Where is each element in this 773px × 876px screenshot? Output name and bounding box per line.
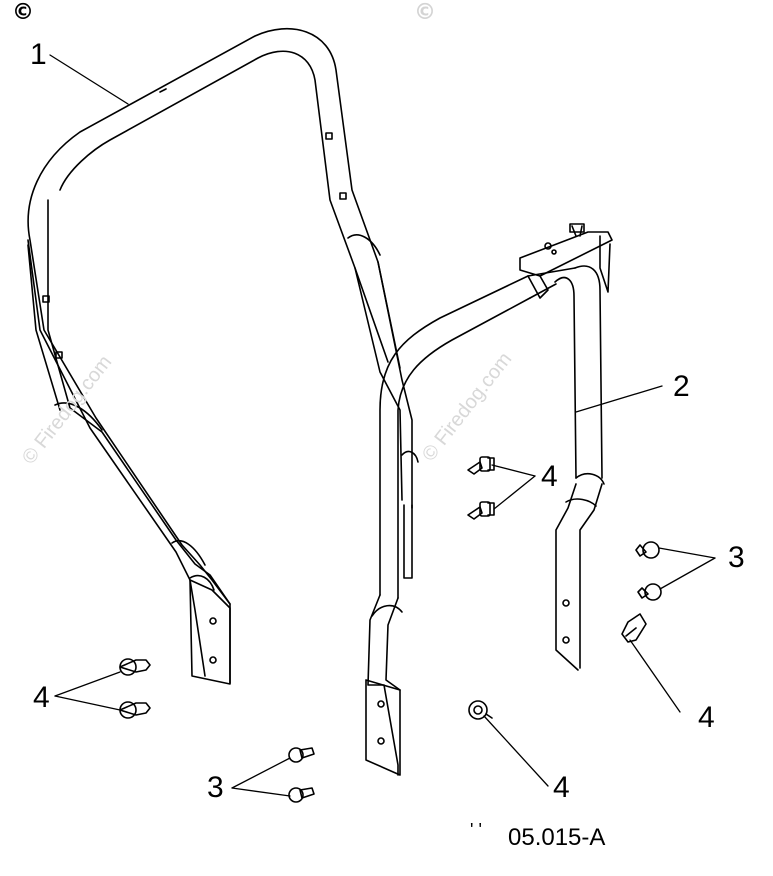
diagram-code-prefix: ' ' <box>470 820 482 840</box>
callout-3-right: 3 <box>728 541 745 574</box>
callout-4-center: 4 <box>541 460 558 493</box>
callout-4-bottom: 4 <box>553 771 570 804</box>
bolt-4f <box>468 700 493 720</box>
nut-3b <box>288 787 315 803</box>
nut-3c <box>635 541 660 559</box>
diagram-code: 05.015-A <box>508 824 606 851</box>
roll-bar-lower <box>365 223 613 776</box>
callout-1: 1 <box>30 38 47 71</box>
bolt-4c <box>119 658 151 676</box>
bolt-4a <box>467 456 495 475</box>
bolt-4b <box>467 501 495 520</box>
copyright-mark-light: © <box>414 0 436 25</box>
nut-3d <box>637 583 662 601</box>
leader-lines <box>49 54 716 797</box>
callout-4-left: 4 <box>33 681 50 714</box>
bolt-4d <box>119 701 151 719</box>
callout-4-right: 4 <box>698 701 715 734</box>
bolt-4e <box>621 613 647 643</box>
nut-3a <box>288 747 315 763</box>
copyright-mark: © <box>12 0 34 25</box>
callout-3-bottom: 3 <box>207 771 224 804</box>
roll-bar-upper <box>27 27 419 685</box>
hardware <box>119 456 662 803</box>
callout-2: 2 <box>673 370 690 403</box>
